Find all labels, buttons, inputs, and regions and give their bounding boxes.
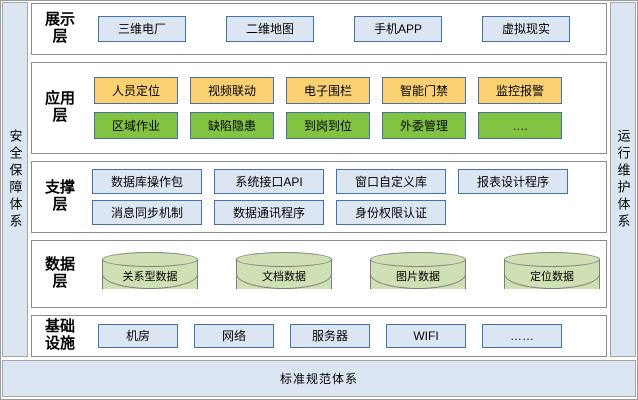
cylinder-top xyxy=(236,252,332,267)
node-virtual-reality[interactable]: 虚拟现实 xyxy=(482,16,570,42)
layer-label-application: 应用层 xyxy=(32,63,88,153)
bottom-bar-label: 标准规范体系 xyxy=(279,372,358,386)
layer-label-support: 支撑层 xyxy=(32,162,88,232)
node-line: 消息同步机制 数据通讯程序 身份权限认证 xyxy=(92,200,602,225)
node-two-d-map[interactable]: 二维地图 xyxy=(226,16,314,42)
layer-label-support-text: 支撑层 xyxy=(44,179,75,213)
cylinder-top xyxy=(504,252,600,267)
layer-row-data: 数据层 关系型数据 文档数据 图片数据 xyxy=(31,240,607,308)
node-electronic-fence[interactable]: 电子围栏 xyxy=(286,77,370,104)
layer-row-infrastructure: 基础设施 机房 网络 服务器 WIFI …… xyxy=(31,315,607,357)
node-line: 区域作业 缺陷隐患 到岗到位 外委管理 …. xyxy=(94,112,602,139)
node-identity-authorization[interactable]: 身份权限认证 xyxy=(336,200,446,225)
node-data-communication-program[interactable]: 数据通讯程序 xyxy=(214,200,324,225)
node-line: 人员定位 视频联动 电子围栏 智能门禁 监控报警 xyxy=(94,77,602,104)
cylinder-top xyxy=(102,252,198,267)
cylinder-label: 文档数据 xyxy=(262,271,306,283)
layer-body-infrastructure: 机房 网络 服务器 WIFI …… xyxy=(88,316,606,356)
node-personnel-positioning[interactable]: 人员定位 xyxy=(94,77,178,104)
right-pillar-label: 运行维护体系 xyxy=(615,128,631,231)
layer-row-presentation: 展示层 三维电厂 二维地图 手机APP 虚拟现实 xyxy=(31,3,607,55)
layer-label-presentation-text: 展示层 xyxy=(44,11,75,45)
node-message-sync-mechanism[interactable]: 消息同步机制 xyxy=(92,200,202,225)
cylinder-top xyxy=(370,252,466,267)
cylinder-image-data[interactable]: 图片数据 xyxy=(370,252,466,296)
left-pillar-security-system: 安全保障体系 xyxy=(2,2,28,357)
node-network[interactable]: 网络 xyxy=(194,324,274,348)
layer-label-infrastructure-text: 基础设施 xyxy=(44,318,75,352)
node-mobile-app[interactable]: 手机APP xyxy=(354,16,442,42)
node-server[interactable]: 服务器 xyxy=(290,324,370,348)
node-line: 三维电厂 二维地图 手机APP 虚拟现实 xyxy=(98,16,602,42)
layer-label-data: 数据层 xyxy=(32,241,88,307)
node-monitoring-alarm[interactable]: 监控报警 xyxy=(478,77,562,104)
cylinder-label: 关系型数据 xyxy=(122,271,178,283)
cylinder-document-data[interactable]: 文档数据 xyxy=(236,252,332,296)
cylinder-relational-data[interactable]: 关系型数据 xyxy=(102,252,198,296)
layer-label-application-text: 应用层 xyxy=(44,90,75,124)
left-pillar-label: 安全保障体系 xyxy=(7,128,23,231)
node-window-custom-library[interactable]: 窗口自定义库 xyxy=(336,169,446,194)
right-pillar-ops-maintenance-system: 运行维护体系 xyxy=(610,2,636,357)
layer-row-support: 支撑层 数据库操作包 系统接口API 窗口自定义库 报表设计程序 消息同步机制 … xyxy=(31,161,607,233)
layer-body-application: 人员定位 视频联动 电子围栏 智能门禁 监控报警 区域作业 缺陷隐患 到岗到位 … xyxy=(88,63,606,153)
node-smart-access-control[interactable]: 智能门禁 xyxy=(382,77,466,104)
node-three-d-plant[interactable]: 三维电厂 xyxy=(98,16,186,42)
node-outsourcing-management[interactable]: 外委管理 xyxy=(382,112,466,139)
node-line: 数据库操作包 系统接口API 窗口自定义库 报表设计程序 xyxy=(92,169,602,194)
node-post-arrival[interactable]: 到岗到位 xyxy=(286,112,370,139)
node-computer-room[interactable]: 机房 xyxy=(98,324,178,348)
node-report-design-program[interactable]: 报表设计程序 xyxy=(458,169,568,194)
node-application-more[interactable]: …. xyxy=(478,112,562,139)
node-line: 机房 网络 服务器 WIFI …… xyxy=(98,324,602,348)
node-database-operation-package[interactable]: 数据库操作包 xyxy=(92,169,202,194)
layer-row-application: 应用层 人员定位 视频联动 电子围栏 智能门禁 监控报警 区域作业 缺陷隐患 到… xyxy=(31,62,607,154)
layer-label-infrastructure: 基础设施 xyxy=(32,316,88,356)
cylinder-label: 定位数据 xyxy=(530,271,574,283)
cylinder-location-data[interactable]: 定位数据 xyxy=(504,252,600,296)
node-infrastructure-more[interactable]: …… xyxy=(482,324,562,348)
node-system-interface-api[interactable]: 系统接口API xyxy=(214,169,324,194)
node-video-linkage[interactable]: 视频联动 xyxy=(190,77,274,104)
node-defect-hazard[interactable]: 缺陷隐患 xyxy=(190,112,274,139)
node-wifi[interactable]: WIFI xyxy=(386,324,466,348)
layer-label-presentation: 展示层 xyxy=(32,4,88,54)
layer-body-data: 关系型数据 文档数据 图片数据 定位数据 xyxy=(88,241,606,307)
layer-body-support: 数据库操作包 系统接口API 窗口自定义库 报表设计程序 消息同步机制 数据通讯… xyxy=(88,162,606,232)
cylinder-label: 图片数据 xyxy=(396,271,440,283)
layer-body-presentation: 三维电厂 二维地图 手机APP 虚拟现实 xyxy=(88,4,606,54)
bottom-bar-standards-system: 标准规范体系 xyxy=(2,360,636,397)
node-area-operation[interactable]: 区域作业 xyxy=(94,112,178,139)
layer-label-data-text: 数据层 xyxy=(44,256,75,290)
